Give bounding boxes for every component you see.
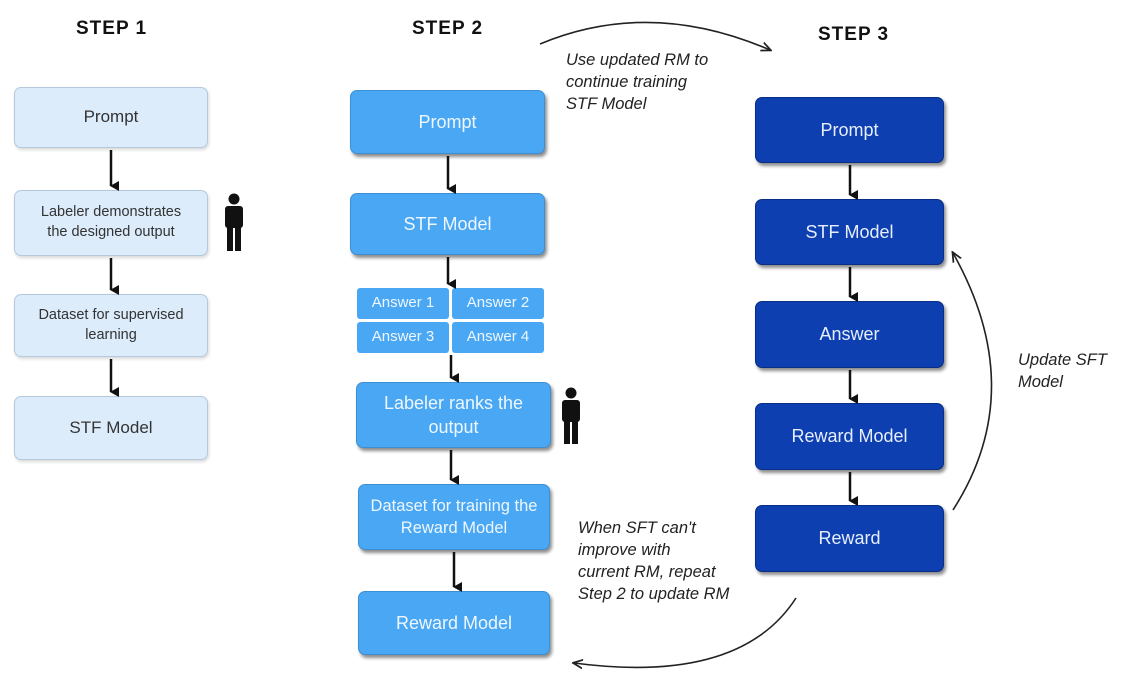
step2-prompt-box: Prompt (350, 90, 545, 154)
person-icon (562, 387, 580, 444)
curved-arrow-repeat-step2 (574, 597, 797, 667)
step2-answer-2: Answer 2 (452, 288, 544, 319)
step1-labeler-box: Labeler demonstrates the designed output (14, 190, 208, 256)
note-update-sft-model: Update SFT Model (1018, 351, 1107, 391)
step3-prompt-box: Prompt (755, 97, 944, 163)
step2-title: STEP 2 (412, 18, 484, 39)
step3-model-box: STF Model (755, 199, 944, 265)
note-use-updated-rm: Use updated RM to continue training STF … (566, 51, 709, 113)
step2-answer-4: Answer 4 (452, 322, 544, 353)
step3-title: STEP 3 (818, 24, 890, 45)
curved-arrow-update-sft (953, 253, 993, 511)
step2-labeler-box: Labeler ranks the output (356, 382, 551, 448)
step2-answer-3: Answer 3 (357, 322, 449, 353)
step1-title: STEP 1 (76, 18, 148, 39)
step1-dataset-box: Dataset for supervised learning (14, 294, 208, 357)
step3-answer-box: Answer (755, 301, 944, 368)
step3-reward-box: Reward (755, 505, 944, 572)
step1-prompt-box: Prompt (14, 87, 208, 148)
step2-model-box: STF Model (350, 193, 545, 255)
person-icon (225, 193, 243, 251)
step2-dataset-box: Dataset for training the Reward Model (358, 484, 550, 550)
step2-reward-model-box: Reward Model (358, 591, 550, 655)
step1-model-box: STF Model (14, 396, 208, 460)
step2-answer-1: Answer 1 (357, 288, 449, 319)
step3-reward-model-box: Reward Model (755, 403, 944, 470)
note-repeat-step2: When SFT can't improve with current RM, … (578, 519, 730, 603)
curved-arrow-step2-to-step3 (539, 21, 770, 50)
